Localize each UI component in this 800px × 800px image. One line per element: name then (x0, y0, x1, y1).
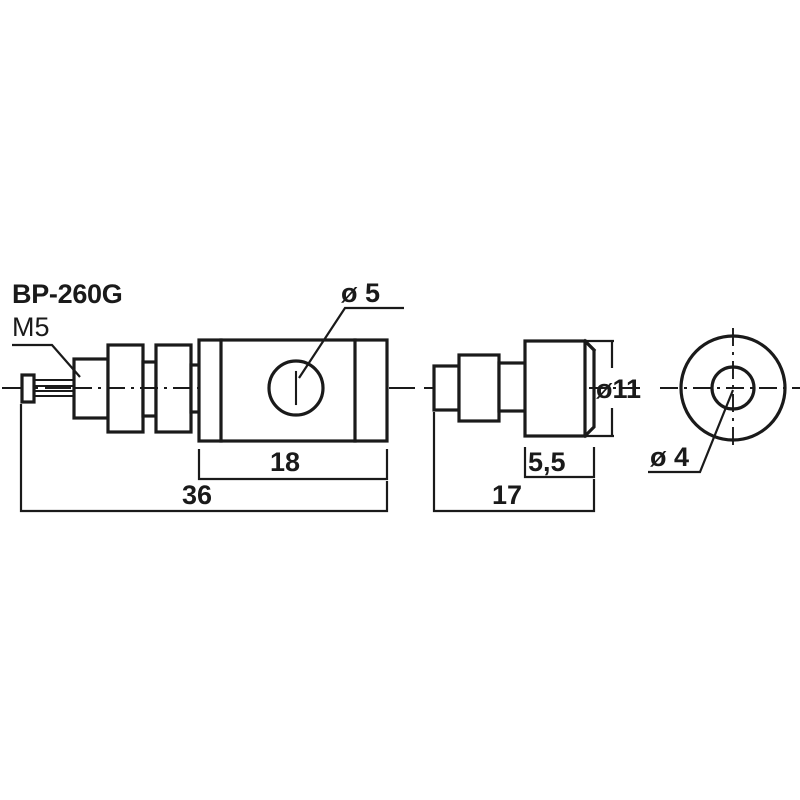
dia5-leader-line (298, 306, 404, 379)
dimension-18-label: 18 (270, 447, 300, 477)
dia4-leader-line (648, 389, 735, 474)
dimension-36-label: 36 (182, 480, 212, 510)
dia5-leader: ø 5 (298, 278, 404, 379)
side-collar (457, 353, 501, 423)
end-view-bore (710, 365, 756, 411)
dia4-label: ø 4 (650, 442, 689, 472)
dimension-5-5-bracket (523, 447, 596, 479)
front-assembly-view (20, 338, 389, 443)
side-stepped-view (432, 338, 597, 439)
end-circular-view (660, 328, 800, 450)
dia5-label: ø 5 (341, 278, 380, 308)
thread-spec-label: M5 (12, 312, 50, 342)
dimension-18-bracket (197, 449, 389, 481)
threaded-shaft (32, 378, 76, 398)
dia4-leader: ø 4 (648, 389, 735, 474)
dimension-17-label: 17 (492, 480, 522, 510)
body-through-hole (267, 359, 325, 417)
dimension-5-5: 5,5 (523, 447, 596, 479)
side-stub (432, 364, 461, 412)
dimension-dia11: ø11 (584, 339, 641, 438)
side-head-chamfer-top (582, 338, 597, 353)
m5-leader-line (12, 343, 81, 378)
end-view-outer-circle (679, 334, 787, 442)
main-body (197, 338, 389, 443)
dimension-17: 17 (432, 412, 596, 513)
dimension-5-5-label: 5,5 (528, 447, 566, 477)
side-head-body (523, 339, 587, 438)
dimension-36: 36 (19, 404, 389, 513)
dia11-label: ø11 (596, 374, 641, 404)
end-washer (20, 373, 36, 404)
dimension-36-bracket (19, 404, 389, 513)
m5-leader (12, 343, 81, 378)
part-number-label: BP-260G (12, 279, 122, 309)
dimension-17-bracket (432, 412, 596, 513)
shaft-spacer-1 (141, 360, 158, 418)
dimension-18: 18 (197, 447, 389, 481)
